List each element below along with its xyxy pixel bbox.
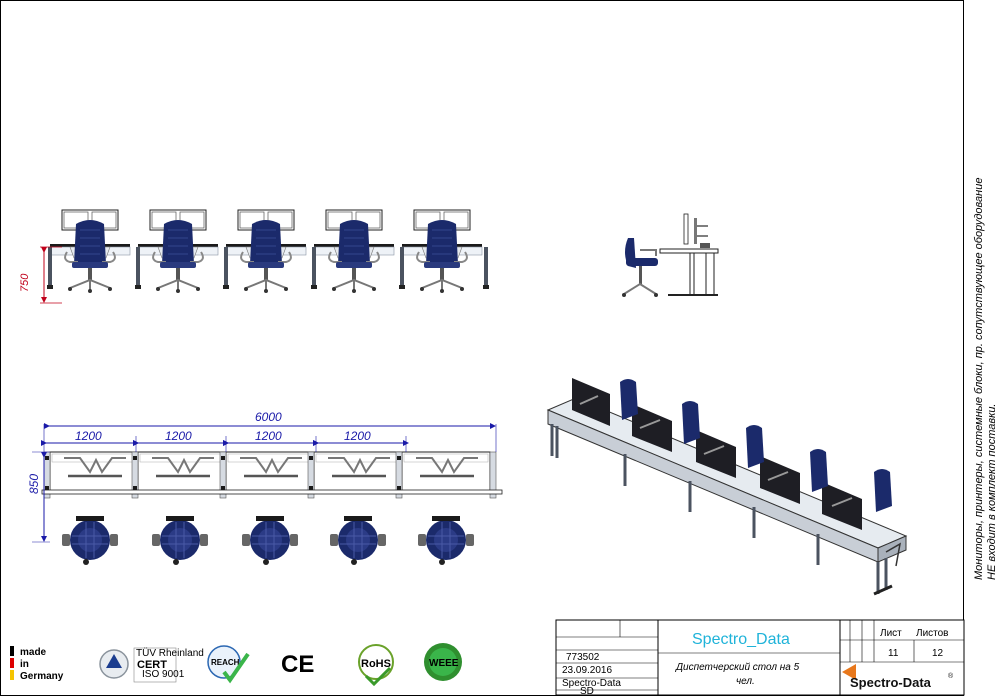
brand-title: Spectro_Data bbox=[692, 631, 790, 648]
doc-date: 23.09.2016 bbox=[562, 665, 612, 676]
doc-number: 773502 bbox=[566, 652, 600, 663]
ce-label: CE bbox=[281, 651, 314, 678]
sheet-number: 11 bbox=[888, 648, 899, 659]
registered-mark: ® bbox=[948, 672, 954, 680]
title-block: 773502 23.09.2016 Spectro-Data SD Spectr… bbox=[555, 619, 965, 696]
sheets-total: 12 bbox=[932, 648, 944, 659]
overall-width-label: 6000 bbox=[255, 410, 282, 424]
company-code: SD bbox=[580, 686, 594, 696]
top-view: 6000 1200 1200 1200 1200 850 bbox=[27, 410, 503, 566]
germany-label: Germany bbox=[20, 671, 64, 682]
weee-label: WEEE bbox=[429, 658, 459, 669]
logo-text: Spectro-Data bbox=[850, 675, 932, 690]
note-line-2: НЕ входит в комплект поставки. bbox=[986, 404, 998, 581]
module-width-label-1: 1200 bbox=[75, 429, 102, 443]
description-line-2: чел. bbox=[736, 676, 755, 687]
rohs-label: RoHS bbox=[361, 658, 391, 670]
module-width-label-4: 1200 bbox=[344, 429, 371, 443]
front-elevation: 750 bbox=[19, 209, 489, 304]
company-name: Spectro-Data bbox=[562, 678, 621, 689]
reach-label: REACH bbox=[211, 658, 240, 667]
tuv-cert-badge: TÜV Rheinland CERT ISO 9001 bbox=[99, 647, 204, 683]
height-dimension-label: 750 bbox=[19, 273, 31, 292]
ce-mark: CE bbox=[281, 651, 314, 678]
cert-top-label: TÜV Rheinland bbox=[136, 647, 204, 659]
made-in-germany-badge: made in Germany bbox=[10, 646, 64, 682]
depth-dimension-label: 850 bbox=[27, 474, 41, 494]
sheets-label: Листов bbox=[916, 628, 949, 639]
sheet-label: Лист bbox=[880, 628, 902, 639]
sheet-border bbox=[0, 0, 964, 696]
rohs-badge: RoHS bbox=[358, 644, 394, 687]
cert-label: CERT bbox=[137, 659, 167, 671]
made-label: made bbox=[20, 647, 47, 658]
in-label: in bbox=[20, 659, 29, 670]
spectro-data-logo: Spectro-Data ® bbox=[842, 664, 954, 690]
equipment-note: Мониторы, принтеры, системные блоки, пр.… bbox=[973, 178, 998, 580]
weee-badge: WEEE bbox=[424, 643, 462, 681]
side-view bbox=[622, 213, 719, 297]
note-line-1: Мониторы, принтеры, системные блоки, пр.… bbox=[973, 178, 985, 580]
module-width-label-3: 1200 bbox=[255, 429, 282, 443]
isometric-view bbox=[546, 378, 908, 596]
description-line-1: Диспетчерский стол на 5 bbox=[675, 662, 800, 673]
module-width-label-2: 1200 bbox=[165, 429, 192, 443]
cert-sub-label: ISO 9001 bbox=[142, 669, 185, 680]
reach-badge: REACH bbox=[207, 645, 250, 684]
